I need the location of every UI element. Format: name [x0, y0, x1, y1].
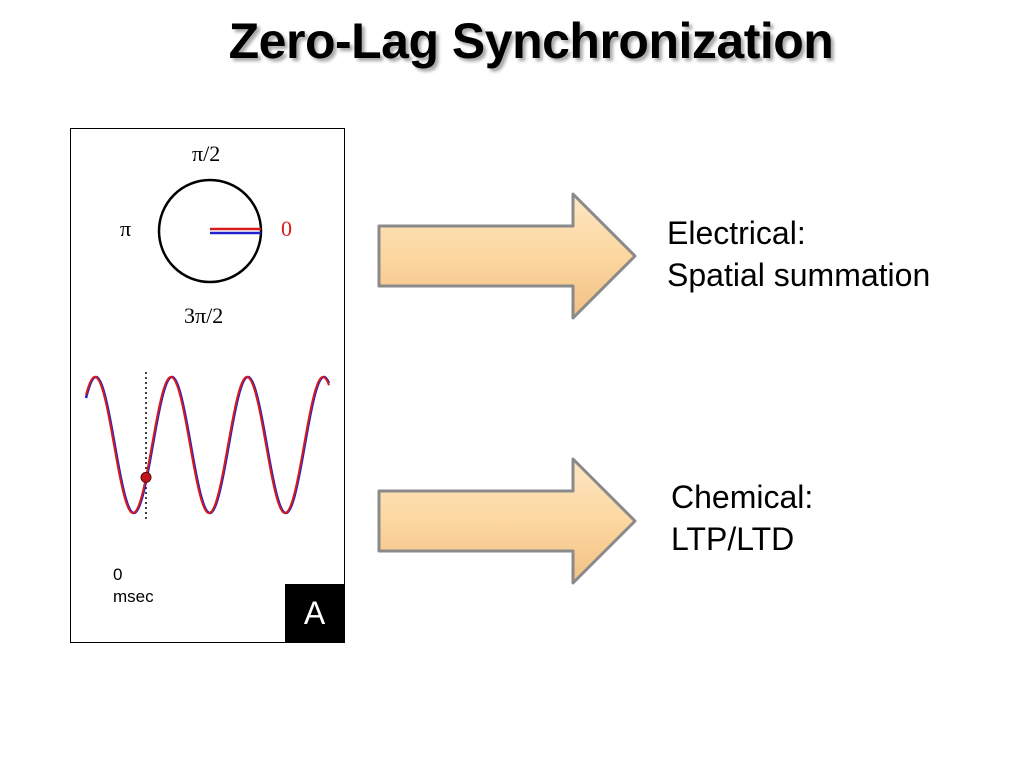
phase-label-right: 0 — [281, 216, 292, 241]
panel-letter-badge: A — [285, 584, 344, 642]
slide-title: Zero-Lag Synchronization — [228, 13, 834, 69]
effect-chemical-heading: Chemical: — [671, 479, 814, 515]
phase-diagram — [84, 178, 331, 521]
phase-point-marker — [140, 471, 152, 483]
phase-panel: π/2 π 0 3π/2 0 msec A — [70, 128, 345, 643]
arrow-chemical — [377, 457, 637, 585]
time-zero-value: 0 — [113, 565, 123, 584]
time-axis-label: 0 msec — [113, 564, 154, 608]
effect-electrical-detail: Spatial summation — [667, 257, 931, 293]
effect-chemical: Chemical: LTP/LTD — [671, 476, 813, 560]
effect-chemical-detail: LTP/LTD — [671, 521, 795, 557]
phase-label-left: π — [120, 216, 132, 241]
effect-electrical: Electrical: Spatial summation — [667, 212, 930, 296]
phase-label-bottom: 3π/2 — [184, 303, 224, 328]
effect-electrical-heading: Electrical: — [667, 215, 806, 251]
arrow-electrical — [377, 192, 637, 320]
waveform-red — [85, 375, 330, 515]
time-unit: msec — [113, 587, 154, 606]
phase-label-top: π/2 — [192, 141, 221, 166]
phase-circle — [157, 178, 263, 284]
